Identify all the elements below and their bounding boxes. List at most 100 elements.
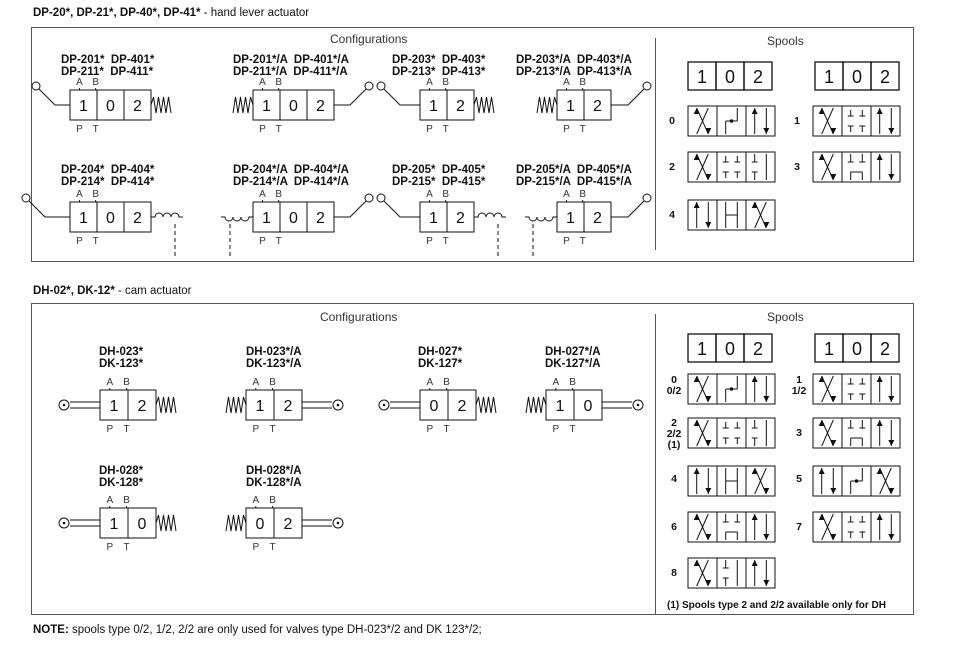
spool-cell (841, 151, 872, 183)
spool-label: 4 (669, 209, 675, 221)
port-b-label: B (123, 377, 130, 388)
valve-cell (273, 389, 303, 421)
spool-4 (687, 465, 776, 497)
spool-label: 4 (671, 473, 677, 485)
spring-icon (536, 96, 558, 114)
flow-arrow-icon (763, 396, 770, 402)
port-p-label: P (106, 542, 113, 553)
spool-3 (812, 151, 901, 183)
spool-1 (812, 373, 901, 405)
flow-arrow-icon (818, 154, 825, 160)
flow-arrow-icon (830, 534, 837, 540)
port-a-label: A (426, 77, 433, 88)
spool-3 (812, 417, 901, 449)
port-t-label: T (443, 236, 449, 247)
flow-arrow-icon (705, 222, 712, 228)
valve-position-label: 1 (262, 98, 271, 115)
port-b-label: B (442, 77, 449, 88)
port-a-label: A (252, 377, 259, 388)
spool-0 (687, 105, 776, 137)
valve-position-label: 2 (456, 98, 465, 115)
position-number: 0 (725, 67, 735, 87)
spring-icon (155, 396, 177, 414)
spool-cell (716, 417, 747, 449)
flow-line (754, 467, 767, 495)
position-number: 2 (753, 339, 763, 359)
section2-panel (31, 303, 914, 615)
lever-knob-icon (364, 193, 374, 203)
position-number: 1 (824, 339, 834, 359)
spool-cell (745, 417, 776, 449)
spool-7 (812, 511, 901, 543)
spool-cell (745, 199, 776, 231)
lever-icon (349, 88, 367, 106)
flow-arrow-icon (763, 534, 770, 540)
flow-arrow-icon (888, 174, 895, 180)
section2-heading: DH-02*, DK-12* - cam actuator (33, 285, 192, 297)
flow-arrow-icon (693, 468, 700, 474)
valve-position-label: 0 (256, 516, 265, 533)
valve-position-label: 2 (316, 210, 325, 227)
spool-label: 1 (794, 115, 800, 127)
spool-label: 5 (796, 473, 802, 485)
s1-config-code-8: DP-205*/A DP-405*/A DP-215*/A DP-415*/A (516, 164, 632, 188)
port-b-label: B (92, 77, 99, 88)
s1-config-code-7: DP-205* DP-405* DP-215* DP-415* (392, 164, 486, 188)
valve-position-label: 2 (284, 398, 293, 415)
valve-cell (573, 389, 603, 421)
port-t-label: T (276, 124, 282, 135)
spool-cell (716, 557, 747, 589)
flow-arrow-icon (705, 488, 712, 494)
port-b-label: B (569, 377, 576, 388)
port-t-label: T (580, 124, 586, 135)
valve-position-label: 2 (138, 398, 147, 415)
spool-2 (687, 151, 776, 183)
position-number: 0 (725, 339, 735, 359)
s2-config-code-5: DH-028* DK-128* (99, 465, 144, 489)
flow-arrow-icon (888, 534, 895, 540)
port-t-label: T (270, 542, 276, 553)
detent-icon (151, 212, 183, 218)
flow-arrow-icon (751, 202, 758, 208)
lever-knob-icon (642, 81, 652, 91)
flow-line (696, 559, 709, 587)
flow-line (696, 153, 709, 181)
port-p-label: P (259, 236, 266, 247)
spool-cell (745, 105, 776, 137)
valve-position-label: 0 (138, 516, 147, 533)
port-t-label: T (444, 424, 450, 435)
spool-6 (687, 511, 776, 543)
flow-line (821, 107, 834, 135)
flow-arrow-icon (693, 202, 700, 208)
flow-line (821, 153, 834, 181)
flow-arrow-icon (751, 514, 758, 520)
flow-arrow-icon (888, 396, 895, 402)
valve-position-label: 2 (593, 98, 602, 115)
spool-cell (745, 465, 776, 497)
port-t-label: T (124, 542, 130, 553)
port-a-label: A (563, 77, 570, 88)
lever-icon (627, 200, 645, 218)
detent-icon (474, 212, 506, 218)
valve-position-label: 2 (456, 210, 465, 227)
cam-roller-center (62, 521, 66, 525)
flow-arrow-icon (876, 468, 883, 474)
port-a-label: A (76, 189, 83, 200)
port-p-label: P (426, 124, 433, 135)
valve-position-label: 0 (430, 398, 439, 415)
valve-position-label: 1 (262, 210, 271, 227)
port-b-label: B (275, 189, 282, 200)
port-a-label: A (106, 377, 113, 388)
spool-label: (1) (668, 439, 681, 451)
port-t-label: T (93, 236, 99, 247)
port-p-label: P (76, 124, 83, 135)
port-b-label: B (442, 189, 449, 200)
spring-icon (150, 96, 172, 114)
flow-arrow-icon (830, 128, 837, 134)
port-p-label: P (552, 424, 559, 435)
section1-divider (655, 38, 656, 250)
spring-icon (225, 514, 247, 532)
s1-config-code-6: DP-204*/A DP-404*/A DP-214*/A DP-414*/A (233, 164, 349, 188)
s1-config-code-2: DP-201*/A DP-401*/A DP-211*/A DP-411*/A (233, 54, 349, 78)
